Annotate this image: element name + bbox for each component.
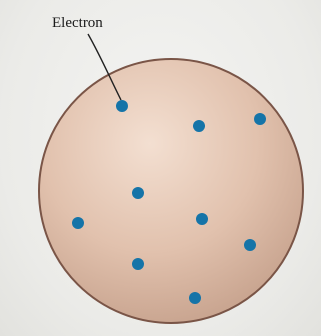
positive-sphere xyxy=(39,59,303,323)
electron-dot xyxy=(254,113,266,125)
electron-dot xyxy=(72,217,84,229)
electron-dot xyxy=(189,292,201,304)
electron-dot xyxy=(132,258,144,270)
electron-dot xyxy=(196,213,208,225)
electron-label: Electron xyxy=(52,15,103,31)
electron-dot xyxy=(244,239,256,251)
electron-dot xyxy=(193,120,205,132)
electron-dot xyxy=(116,100,128,112)
electron-dot xyxy=(132,187,144,199)
